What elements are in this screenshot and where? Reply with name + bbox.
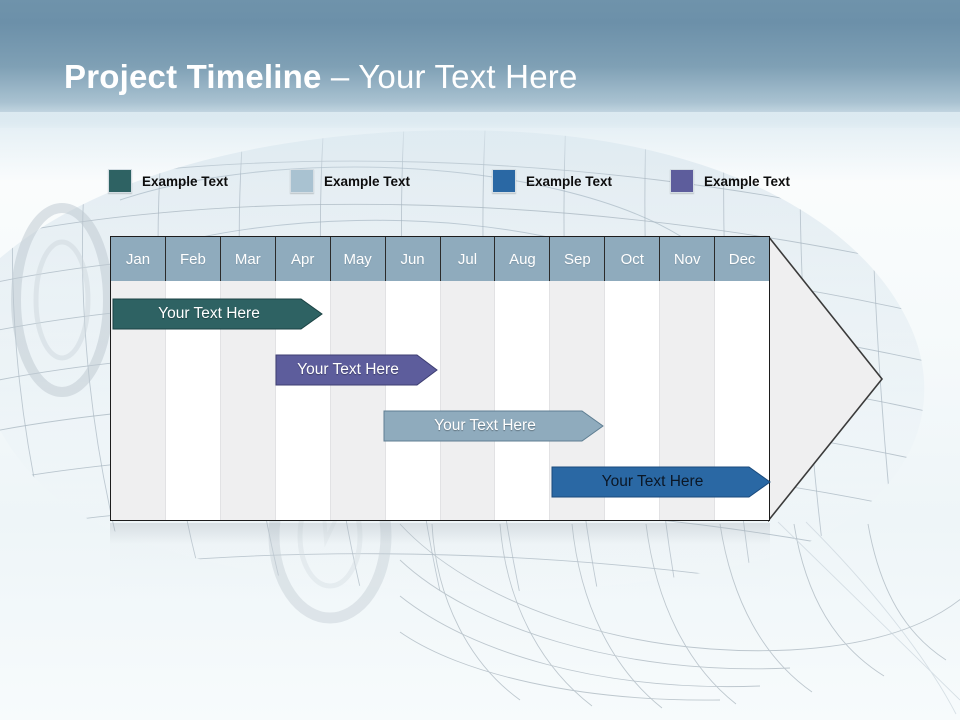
timeline-direction-arrow-icon [768,236,884,522]
legend-item-3[interactable]: Example Text [492,168,612,194]
column-bg-mar [220,237,276,520]
title-banner [0,0,960,128]
month-header-sep[interactable]: Sep [550,237,606,281]
month-header-nov[interactable]: Nov [660,237,716,281]
timeline-bar-shape-2 [275,354,438,386]
legend-swatch-icon-1 [108,169,132,193]
column-bg-feb [165,237,221,520]
timeline-bar-4[interactable]: Your Text Here [551,465,771,499]
legend-label-3: Example Text [526,173,613,189]
legend-swatch-icon-2 [290,169,314,193]
timeline-bar-2[interactable]: Your Text Here [275,353,438,387]
timeline-bar-shape-1 [112,298,323,330]
month-header-jun[interactable]: Jun [386,237,441,281]
month-header-row: Jan Feb Mar Apr May Jun Jul Aug Sep Oct … [111,237,769,281]
month-header-dec[interactable]: Dec [728,250,756,268]
timeline-bar-label-1: Your Text Here [158,305,260,322]
month-header-feb[interactable]: Feb [166,237,221,281]
month-header-jan[interactable]: Jan [111,237,166,281]
page-title: Project Timeline – Your Text Here [64,58,578,96]
timeline-bar-label-4: Your Text Here [601,473,704,490]
legend-item-4[interactable]: Example Text [670,168,790,194]
timeline-bar-shape-3 [383,410,604,442]
timeline-chart: Jan Feb Mar Apr May Jun Jul Aug Sep Oct … [110,236,771,521]
column-bg-aug [494,237,550,520]
timeline-bar-3[interactable]: Your Text Here [383,409,604,443]
month-header-mar[interactable]: Mar [221,237,276,281]
chart-reflection [110,523,770,619]
legend-item-1[interactable]: Example Text [108,168,228,194]
month-header-aug[interactable]: Aug [495,237,551,281]
column-bg-jul [439,237,495,520]
month-header-jul[interactable]: Jul [441,237,496,281]
legend-label-1: Example Text [142,173,229,189]
legend-item-2[interactable]: Example Text [290,168,410,194]
page-title-bold: Project Timeline [64,58,322,95]
legend: Example Text Example Text Example Text E… [108,168,828,196]
page-title-light: – Your Text Here [321,58,578,95]
timeline-bar-1[interactable]: Your Text Here [112,297,323,331]
timeline-bar-label-2: Your Text Here [297,361,399,378]
month-header-may[interactable]: May [331,237,386,281]
legend-swatch-icon-4 [670,169,694,193]
month-header-apr[interactable]: Apr [276,237,331,281]
timeline-bar-shape-4 [551,466,771,498]
legend-swatch-icon-3 [492,169,516,193]
legend-label-2: Example Text [324,173,411,189]
timeline-bar-label-3: Your Text Here [434,417,536,434]
legend-label-4: Example Text [704,173,791,189]
column-bg-jan [111,237,166,520]
month-header-oct[interactable]: Oct [605,237,661,281]
